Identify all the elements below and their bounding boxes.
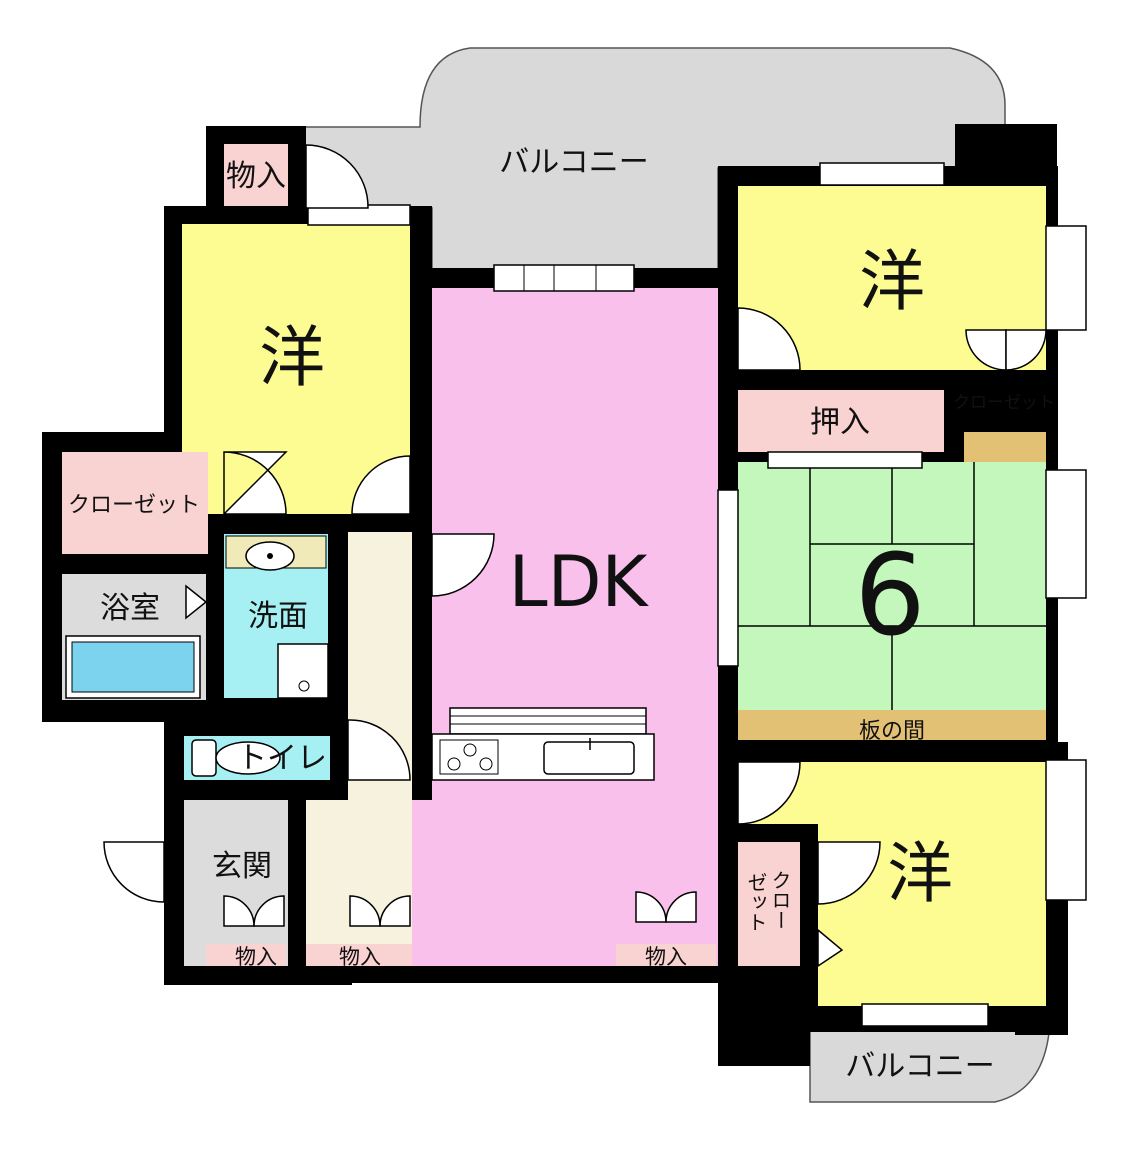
label-western-top-right: 洋 bbox=[859, 243, 925, 320]
label-ldk: LDK bbox=[509, 541, 650, 623]
label-washroom: 洗面 bbox=[248, 599, 308, 634]
itanoma bbox=[738, 710, 1046, 740]
label-closet-top-right: クローゼット bbox=[953, 393, 1055, 413]
label-bath: 浴室 bbox=[100, 591, 160, 626]
closet-left bbox=[62, 452, 208, 554]
wood-strip-top bbox=[964, 432, 1046, 462]
closet-bottom-right bbox=[738, 842, 800, 966]
label-entrance: 玄関 bbox=[212, 849, 272, 884]
kitchen-sink-icon bbox=[543, 738, 635, 775]
windows bbox=[307, 162, 1087, 1027]
entrance-hall bbox=[184, 800, 288, 966]
storage-entrance bbox=[206, 944, 286, 966]
label-balcony-north: バルコニー bbox=[499, 145, 648, 180]
label-storage-corridor: 物入 bbox=[339, 945, 381, 969]
label-storage-ldk: 物入 bbox=[645, 945, 687, 969]
tatami-lines bbox=[738, 462, 1046, 710]
western-room-left bbox=[182, 224, 410, 514]
bathtub-icon bbox=[65, 635, 201, 699]
label-itanoma: 板の間 bbox=[859, 719, 925, 744]
label-oshiire: 押入 bbox=[810, 405, 870, 440]
wall-pillar-bottom bbox=[718, 966, 810, 1066]
label-western-bottom-right: 洋 bbox=[887, 835, 953, 912]
label-balcony-south: バルコニー bbox=[845, 1049, 994, 1084]
ldk-room bbox=[432, 288, 718, 966]
label-western-left: 洋 bbox=[259, 319, 325, 396]
label-closet-left: クローゼット bbox=[68, 493, 200, 518]
storage-corridor bbox=[306, 944, 412, 966]
label-tatami-size: 6 bbox=[854, 531, 925, 661]
storage-top-left bbox=[224, 144, 288, 206]
label-storage-entrance: 物入 bbox=[235, 945, 277, 969]
toilet-icon bbox=[191, 739, 281, 777]
washing-machine-pan bbox=[277, 643, 329, 699]
label-storage-top-left: 物入 bbox=[226, 159, 286, 194]
label-closet-bottom-right-2: ゼット bbox=[744, 872, 768, 932]
label-closet-bottom-right-1: クロー bbox=[768, 870, 792, 930]
oshiire bbox=[738, 390, 944, 452]
stove-icon bbox=[439, 739, 499, 775]
doors bbox=[103, 144, 1047, 968]
label-toilet: トイレ bbox=[237, 741, 327, 776]
washbasin-icon bbox=[225, 535, 327, 571]
storage-ldk bbox=[616, 944, 716, 966]
ldk-room-lower bbox=[412, 800, 436, 966]
